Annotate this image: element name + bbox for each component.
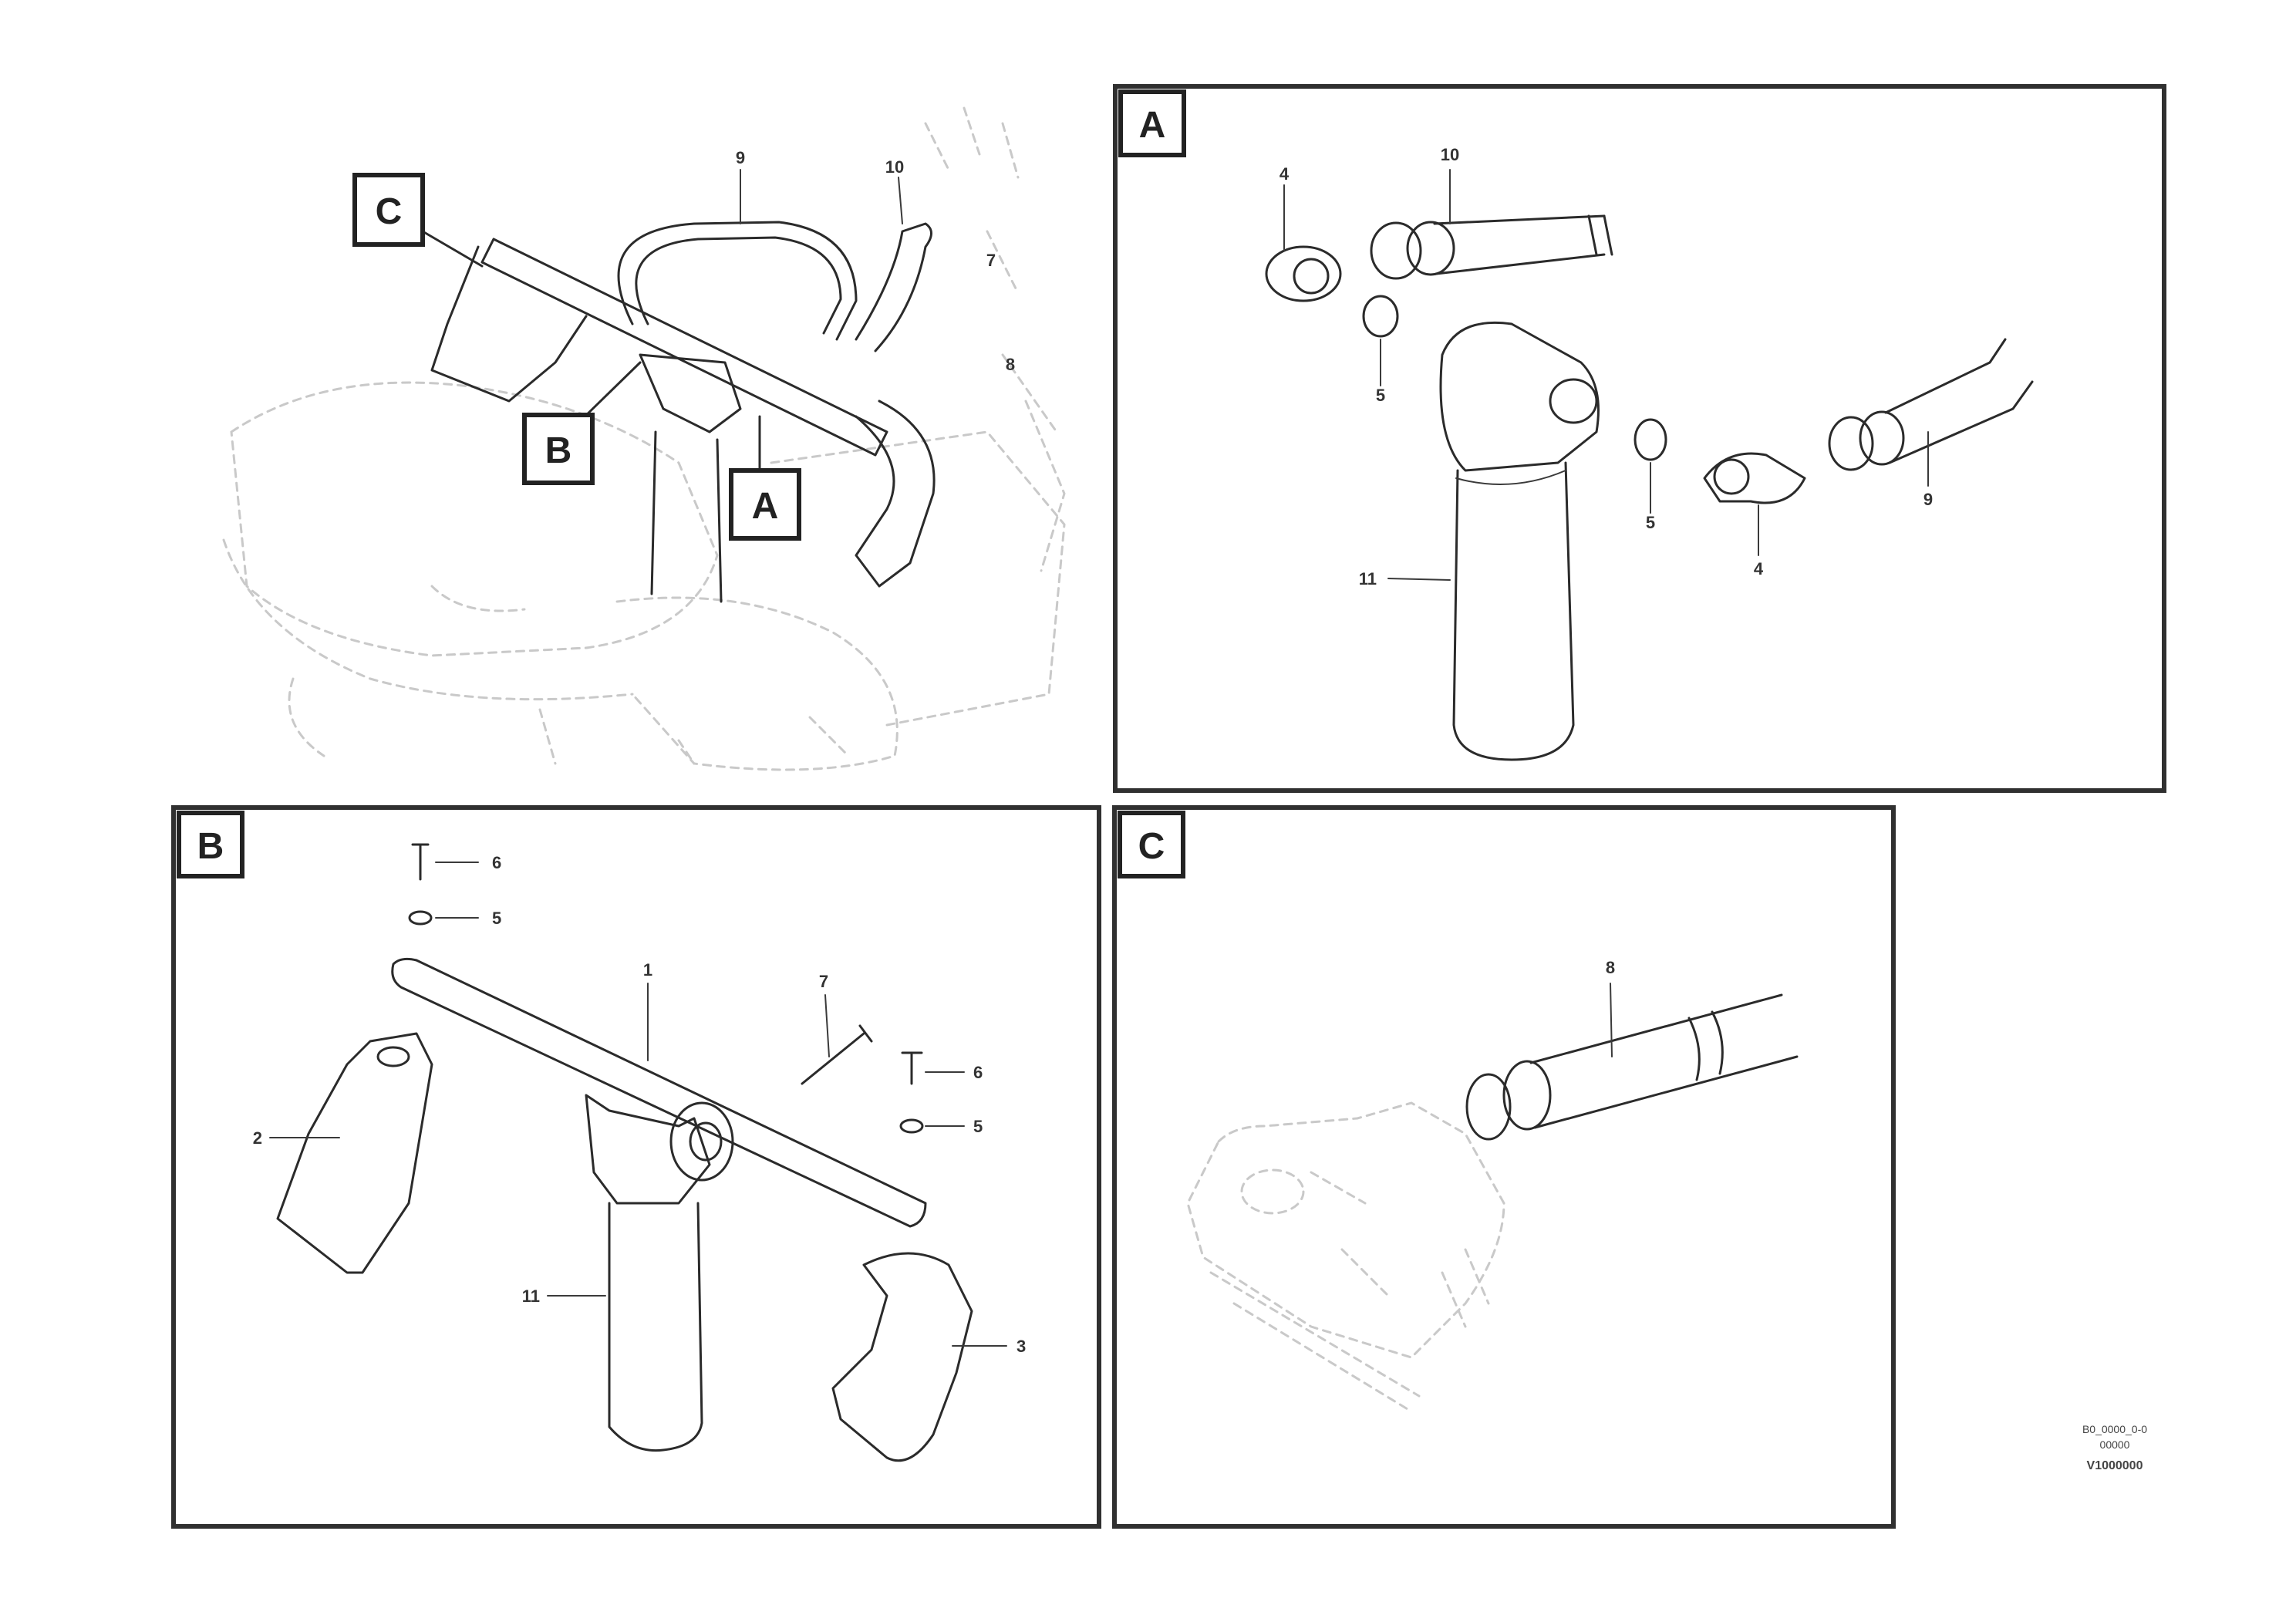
svg-text:C: C	[1138, 826, 1165, 867]
filter-body	[639, 353, 742, 433]
view-a-tag: A	[1118, 89, 1186, 157]
view-b-tag: B	[177, 811, 244, 878]
callout-c[interactable]: C	[352, 173, 425, 247]
overview-view: C B A 9 10 7 8	[222, 106, 1066, 771]
ref-a-elbow-top: 4	[1279, 164, 1290, 184]
ref-a-filter: 11	[1359, 569, 1377, 588]
ref-7: 7	[986, 251, 996, 270]
drawing-reference: B0_0000_0-0 00000 V1000000	[2082, 1423, 2147, 1472]
b-bracket-left	[276, 1032, 433, 1274]
svg-text:A: A	[1139, 105, 1166, 146]
ref-b-washer-right: 5	[973, 1117, 983, 1136]
ref-b-bracket-left: 2	[253, 1128, 262, 1148]
machine-outline	[222, 106, 1066, 771]
c-manifold	[1186, 1101, 1505, 1413]
ref-a-washer-1: 5	[1376, 386, 1385, 405]
ref-pipe: 9	[736, 148, 745, 167]
ref-b-bracket-right: 3	[1017, 1337, 1026, 1356]
svg-text:B: B	[545, 430, 572, 471]
pipe-loop	[617, 221, 858, 341]
ref-a-fitting: 9	[1923, 490, 1933, 509]
bracket-right	[855, 400, 936, 588]
callout-a[interactable]: A	[729, 468, 801, 541]
ref-a-coupling: 10	[1441, 145, 1459, 164]
cross-tube	[480, 238, 888, 457]
footer-line-2: 00000	[2100, 1438, 2130, 1451]
detail-view-b: B 6 5 1 7 2 11 6 5	[171, 805, 1101, 1529]
ref-b-filter: 11	[522, 1286, 540, 1306]
svg-text:B: B	[197, 826, 224, 867]
view-c-tag: C	[1118, 811, 1185, 878]
b-cross-tube	[391, 957, 927, 1228]
ref-c-pipe: 8	[1606, 958, 1615, 977]
detail-view-a: A 4 10 5 11 5 4	[1113, 84, 2166, 793]
ref-8: 8	[1006, 355, 1015, 374]
svg-text:A: A	[752, 486, 779, 527]
svg-text:C: C	[376, 191, 403, 232]
detail-view-c: C 8	[1112, 805, 1896, 1529]
ref-hose: 10	[885, 157, 904, 177]
footer-code: V1000000	[2087, 1459, 2143, 1472]
pipe-loop-inner	[635, 236, 842, 335]
footer-line-1: B0_0000_0-0	[2082, 1423, 2147, 1435]
hose	[855, 222, 932, 352]
bracket-left	[430, 245, 588, 403]
ref-b-tube: 1	[643, 960, 652, 980]
ref-b-washer-left: 5	[492, 909, 501, 928]
ref-b-bolt-pipe: 7	[819, 972, 828, 991]
ref-a-washer-2: 5	[1646, 513, 1655, 532]
b-bracket-right	[831, 1252, 973, 1462]
ref-a-elbow-right: 4	[1754, 559, 1764, 578]
ref-b-bolt-left: 6	[492, 853, 501, 872]
ref-b-bolt-right: 6	[973, 1063, 983, 1082]
callout-b[interactable]: B	[522, 413, 595, 485]
